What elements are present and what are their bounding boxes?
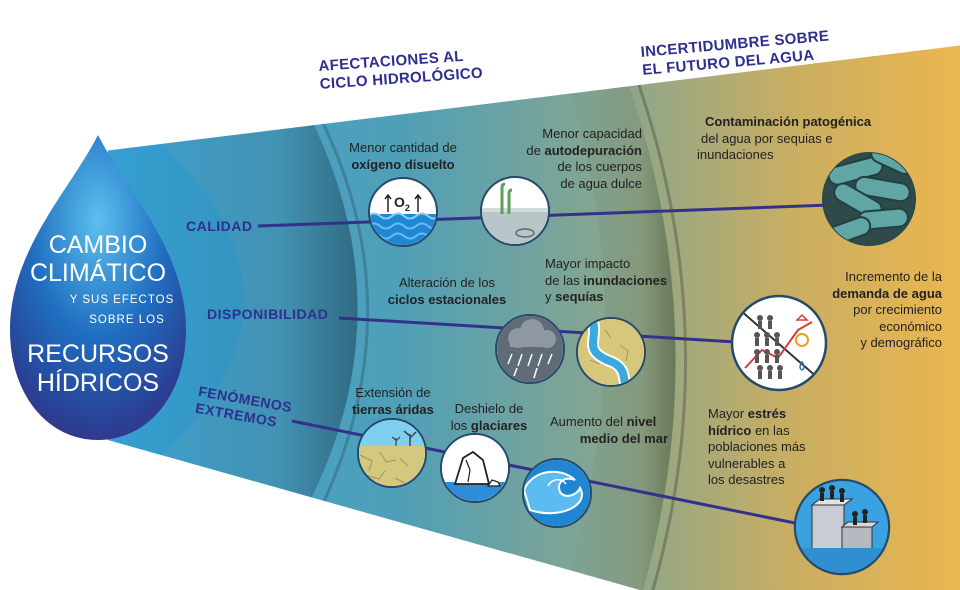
label-estres-line-5: los desastres bbox=[708, 472, 785, 487]
label-glaciares-line-2a: los bbox=[450, 417, 471, 433]
title-line-2: CLIMÁTICO bbox=[29, 259, 167, 287]
title-line-1: CAMBIO bbox=[48, 231, 148, 259]
o2-subscript: 2 bbox=[404, 202, 410, 213]
label-mar: Aumento del nivel medio del mar bbox=[550, 414, 680, 447]
label-demanda-line-1: Incremento de la bbox=[845, 269, 942, 284]
label-impacto-line-2: de las inundaciones bbox=[545, 273, 685, 290]
label-oxigeno: Menor cantidad de oxígeno disuelto bbox=[330, 140, 476, 173]
label-demanda-line-4: económico bbox=[879, 318, 942, 334]
title-subtitle-2: SOBRE LOS bbox=[89, 314, 165, 326]
label-impacto-line-3b: sequías bbox=[555, 289, 604, 304]
label-mar-line-1a: Aumento del bbox=[550, 414, 627, 429]
label-estres-line-2: hídrico en las bbox=[708, 423, 828, 440]
demand-growth-icon bbox=[730, 294, 828, 392]
glacier-icon bbox=[440, 433, 510, 503]
label-auto-line-4: de agua dulce bbox=[560, 175, 642, 191]
label-impacto-line-1: Mayor impacto bbox=[545, 256, 631, 271]
row-label-calidad: CALIDAD bbox=[186, 218, 253, 234]
label-auto-line-1: Menor capacidad bbox=[542, 126, 642, 141]
label-impacto-line-3: y sequías bbox=[545, 289, 685, 306]
label-auto-line-2b: autodepuración bbox=[544, 142, 642, 158]
label-conta-line-2: del agua por sequias e bbox=[701, 130, 833, 146]
label-autodepuracion: Menor capacidad de autodepuración de los… bbox=[490, 126, 642, 192]
label-estres-line-2a: hídrico bbox=[708, 422, 752, 438]
label-auto-line-2: de autodepuración bbox=[490, 143, 642, 160]
title-line-4: HÍDRICOS bbox=[36, 369, 160, 397]
label-mar-line-1: Aumento del nivel bbox=[550, 414, 680, 431]
rain-cloud-icon bbox=[495, 314, 565, 384]
label-mar-line-2: medio del mar bbox=[579, 430, 668, 446]
title-subtitle-1: Y SUS EFECTOS bbox=[69, 294, 175, 306]
label-contaminacion: Contaminación patogénica del agua por se… bbox=[697, 114, 897, 164]
row-label-disponibilidad: DISPONIBILIDAD bbox=[207, 306, 329, 322]
title-line-3: RECURSOS bbox=[27, 340, 169, 368]
label-aridas-line-2: tierras áridas bbox=[352, 401, 434, 417]
label-estres-line-1: Mayor estrés bbox=[708, 406, 828, 423]
label-glaciares-line-2: los glaciares bbox=[446, 418, 532, 435]
water-drop-shape bbox=[10, 135, 186, 440]
label-ciclos-line-2: ciclos estacionales bbox=[387, 291, 507, 307]
label-demanda-line-2: demanda de agua bbox=[832, 285, 942, 301]
label-demanda-line-5: y demográfico bbox=[860, 335, 942, 350]
label-estres-line-1b: estrés bbox=[747, 406, 787, 421]
label-estres-line-3: poblaciones más bbox=[708, 439, 806, 454]
label-impacto-line-2a: de las bbox=[545, 272, 584, 288]
label-oxigeno-line-1: Menor cantidad de bbox=[349, 140, 457, 155]
label-glaciares: Deshielo de los glaciares bbox=[446, 401, 532, 434]
label-impacto: Mayor impacto de las inundaciones y sequ… bbox=[545, 256, 685, 306]
bacteria-icon bbox=[822, 152, 916, 246]
label-demanda: Incremento de la demanda de agua por cre… bbox=[800, 269, 942, 352]
label-aridas: Extensión de tierras áridas bbox=[343, 385, 443, 418]
label-glaciares-line-2b: glaciares bbox=[470, 417, 528, 433]
label-estres-line-1a: Mayor bbox=[708, 406, 748, 421]
label-oxigeno-line-2: oxígeno disuelto bbox=[351, 156, 455, 172]
label-estres-line-4: vulnerables a bbox=[708, 455, 786, 471]
label-auto-line-3: de los cuerpos bbox=[557, 159, 642, 174]
label-impacto-line-3a: y bbox=[545, 289, 556, 304]
label-ciclos: Alteración de los ciclos estacionales bbox=[384, 275, 510, 308]
label-auto-line-2a: de bbox=[526, 142, 545, 158]
label-ciclos-line-1: Alteración de los bbox=[398, 275, 496, 290]
flood-people-icon bbox=[793, 478, 891, 576]
sea-wave-icon bbox=[522, 458, 592, 528]
label-estres-line-2b: en las bbox=[751, 422, 790, 438]
label-impacto-line-2b: inundaciones bbox=[583, 272, 668, 288]
self-purification-icon bbox=[480, 176, 550, 246]
label-glaciares-line-1: Deshielo de bbox=[454, 401, 524, 416]
oxygen-water-icon bbox=[368, 177, 438, 247]
o2-symbol: O bbox=[394, 194, 405, 210]
label-aridas-line-1: Extensión de bbox=[355, 385, 431, 400]
label-estres: Mayor estrés hídrico en las poblaciones … bbox=[708, 406, 828, 489]
label-conta-line-1: Contaminación patogénica bbox=[705, 114, 872, 129]
label-demanda-line-3: por crecimiento bbox=[853, 302, 942, 317]
flooded-river-icon bbox=[576, 317, 646, 387]
label-conta-line-3: inundaciones bbox=[697, 147, 774, 162]
label-mar-line-1b: nivel bbox=[626, 414, 657, 429]
o2-label: O2 bbox=[394, 194, 410, 216]
